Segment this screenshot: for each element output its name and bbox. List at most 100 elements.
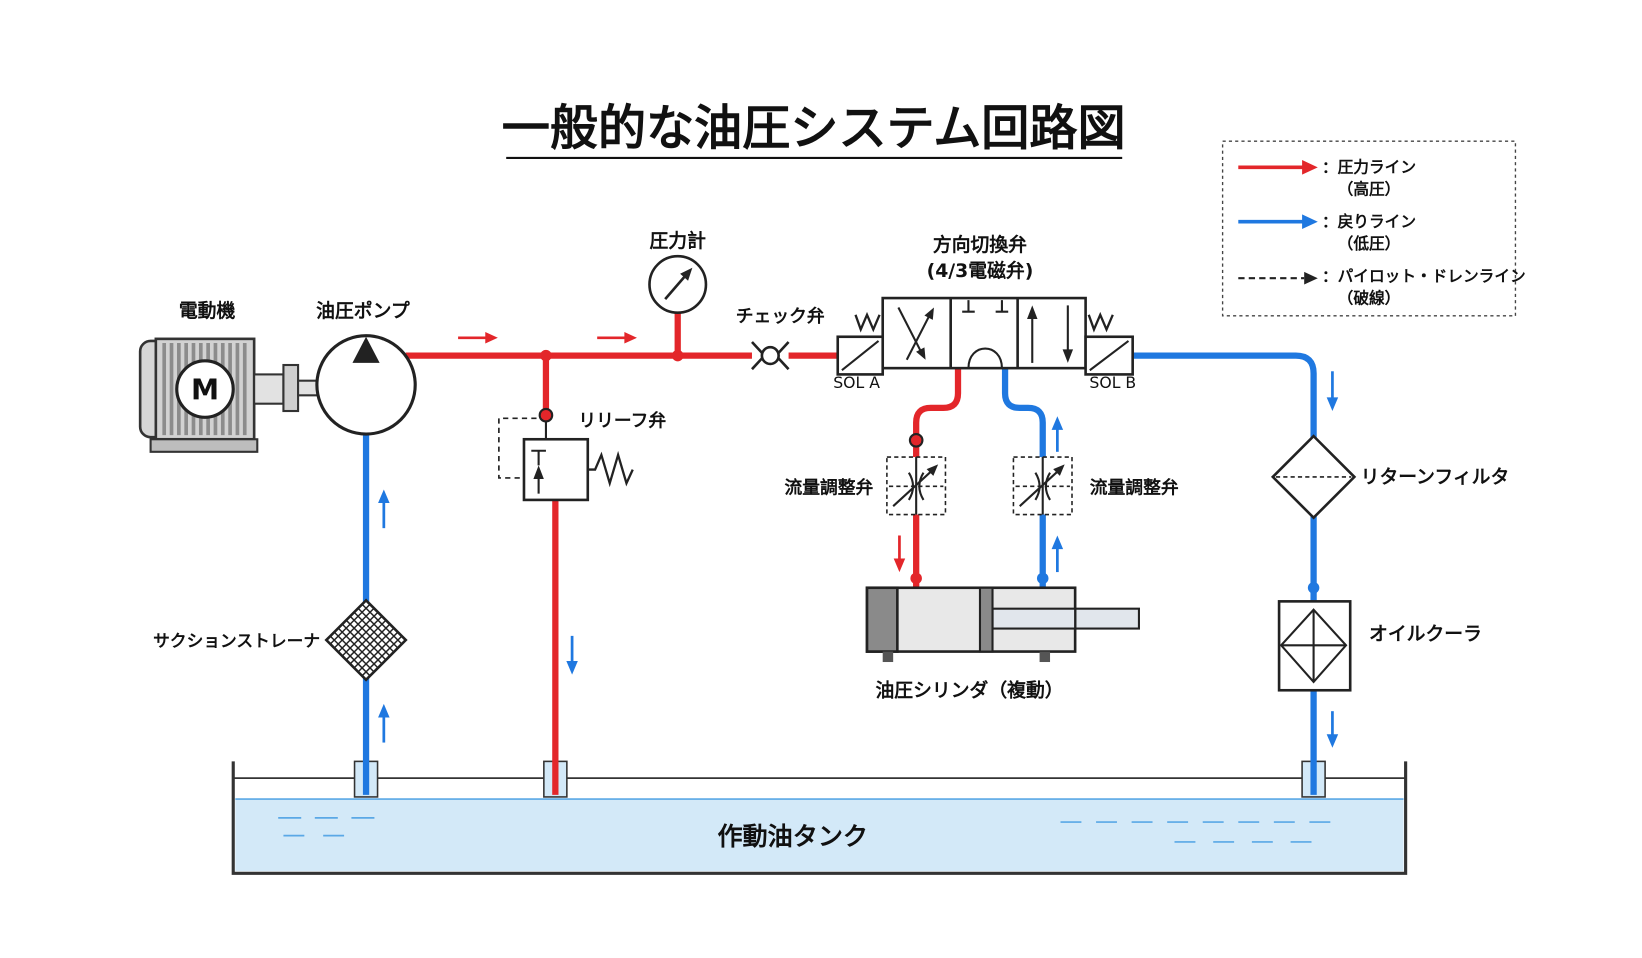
relief-valve-arrow-head (533, 465, 544, 479)
strainer-mesh (329, 603, 403, 677)
gauge-needle-head (680, 267, 693, 281)
strainer-mesh-line (353, 611, 395, 653)
motor-symbol-circle (175, 359, 235, 419)
oil-cooler-cross (1281, 609, 1347, 682)
strainer-mesh-line (361, 603, 403, 645)
return-filter (1270, 434, 1357, 520)
hydraulic-cylinder (865, 586, 1140, 663)
solenoid-b-spring-icon (1087, 311, 1114, 333)
solenoid-b (1084, 311, 1134, 376)
hydraulic-tank (231, 760, 1408, 875)
suction-strainer-label: サクションストレーナ (153, 630, 320, 650)
flow-arrow-down-head (1326, 734, 1339, 748)
directional-valve-sub-label: (4/3電磁弁) (927, 259, 1034, 282)
strainer-diamond (324, 598, 408, 682)
junction-dot (540, 349, 552, 362)
flow-arrow-up-head (378, 489, 390, 504)
oil-cooler (1277, 600, 1352, 692)
cylinder-pressure-line (913, 368, 962, 588)
return-filter-label: リターンフィルタ (1361, 466, 1510, 488)
valve-center-bypass-loop (967, 347, 1003, 369)
legend: ：圧力ライン （高圧） ：戻りライン （低圧） ：パイロット・ドレンライン （破… (1221, 140, 1526, 317)
component-labels: 電動機 油圧ポンプ 圧力計 チェック弁 方向切換弁 (4/3電磁弁) SOL A… (153, 229, 1509, 851)
page-title: 一般的な油圧システム回路図 (502, 100, 1126, 156)
legend-item-return-line: ：戻りライン （低圧） (1238, 212, 1416, 253)
legend-pilot-label: ：パイロット・ドレンライン (1322, 266, 1526, 285)
cylinder-piston (978, 586, 994, 653)
flow-control-right-restriction (1034, 472, 1051, 501)
relief-pilot-line (498, 417, 546, 479)
flow-control-left-restriction (907, 472, 925, 501)
pipes (362, 311, 1317, 795)
flow-control-left-label: 流量調整弁 (784, 477, 873, 499)
check-valve-ball (760, 345, 780, 366)
strainer-mesh-line (353, 627, 395, 669)
relief-valve-body (522, 437, 590, 502)
motor-coupling-flange (282, 363, 300, 413)
directional-valve-label: 方向切換弁 (933, 233, 1027, 256)
sol-b-label: SOL B (1089, 373, 1136, 392)
legend-pressure-arrow-head (1302, 160, 1318, 175)
tank-walls (231, 761, 1408, 875)
valve-cross-arrow-head (916, 347, 926, 360)
pressure-gauge (648, 254, 708, 315)
flow-arrow-right-head (485, 332, 498, 344)
legend-return-arrow-head (1302, 214, 1318, 230)
flow-control-left-adjust-arrow-head (926, 464, 939, 476)
check-valve (751, 341, 790, 371)
strainer-mesh-line (357, 631, 399, 673)
valve-cross-arrow-line (905, 314, 931, 361)
flow-control-right-adjust-arrow (1019, 470, 1059, 507)
junction-dots (538, 349, 1320, 594)
flow-control-right-adjust-arrow-head (1053, 464, 1065, 476)
relief-valve (498, 417, 634, 502)
flow-arrow-right-head (624, 332, 637, 344)
junction-dot (910, 572, 922, 585)
suction-strainer (324, 598, 408, 682)
electric-motor: M (138, 337, 321, 453)
return-line-main (1132, 352, 1317, 795)
junction-dot (671, 349, 684, 362)
sol-a-label: SOL A (833, 373, 880, 392)
cylinder-label: 油圧シリンダ（複動） (875, 679, 1063, 702)
valve-parallel-arrow-head (1062, 349, 1074, 363)
solenoid-b-diagonal (1089, 340, 1130, 372)
relief-valve-label: リリーフ弁 (578, 410, 666, 432)
junction-dot (1307, 582, 1320, 594)
valve-cross-arrow-head (924, 307, 934, 320)
gauge-needle (664, 275, 687, 300)
valve-center-blocked-ports (962, 300, 1009, 313)
motor-label: 電動機 (179, 299, 236, 322)
flow-control-left-adjust-arrow (892, 470, 932, 507)
relief-valve-spring-icon (587, 450, 634, 488)
flow-control-right-label: 流量調整弁 (1090, 477, 1179, 499)
legend-item-pilot-line: ：パイロット・ドレンライン （破線） (1238, 266, 1526, 307)
motor-coupling (253, 373, 285, 405)
check-valve-label: チェック弁 (736, 305, 825, 327)
flow-control-valve-right (1012, 456, 1073, 516)
flow-arrow-up-head (1051, 416, 1064, 430)
pump-label: 油圧ポンプ (316, 299, 410, 322)
legend-pressure-sub: （高圧） (1338, 180, 1401, 199)
flow-control-valve-left (886, 456, 947, 516)
legend-item-pressure-line: ：圧力ライン （高圧） (1238, 158, 1416, 199)
oil-cooler-label: オイルクーラ (1369, 623, 1482, 645)
cylinder-end-cap (865, 586, 899, 653)
motor-base (149, 438, 259, 453)
legend-box (1221, 140, 1517, 317)
solenoid-a-spring-icon (854, 311, 881, 333)
legend-pilot-arrow-head (1304, 271, 1318, 285)
hydraulic-pump (315, 334, 417, 436)
relief-valve-stem (531, 449, 546, 466)
valve-cross-arrow-line (897, 307, 923, 353)
directional-valve (881, 296, 1087, 370)
strainer-mesh-line (357, 607, 399, 649)
flow-arrow-down-head (1326, 397, 1339, 412)
motor-symbol: M (191, 374, 219, 407)
legend-return-sub: （低圧） (1338, 234, 1401, 253)
legend-pilot-sub: （破線） (1338, 288, 1401, 307)
cylinder-foot (1039, 651, 1051, 663)
tank-label: 作動油タンク (717, 822, 868, 851)
strainer-mesh-line (345, 619, 387, 661)
